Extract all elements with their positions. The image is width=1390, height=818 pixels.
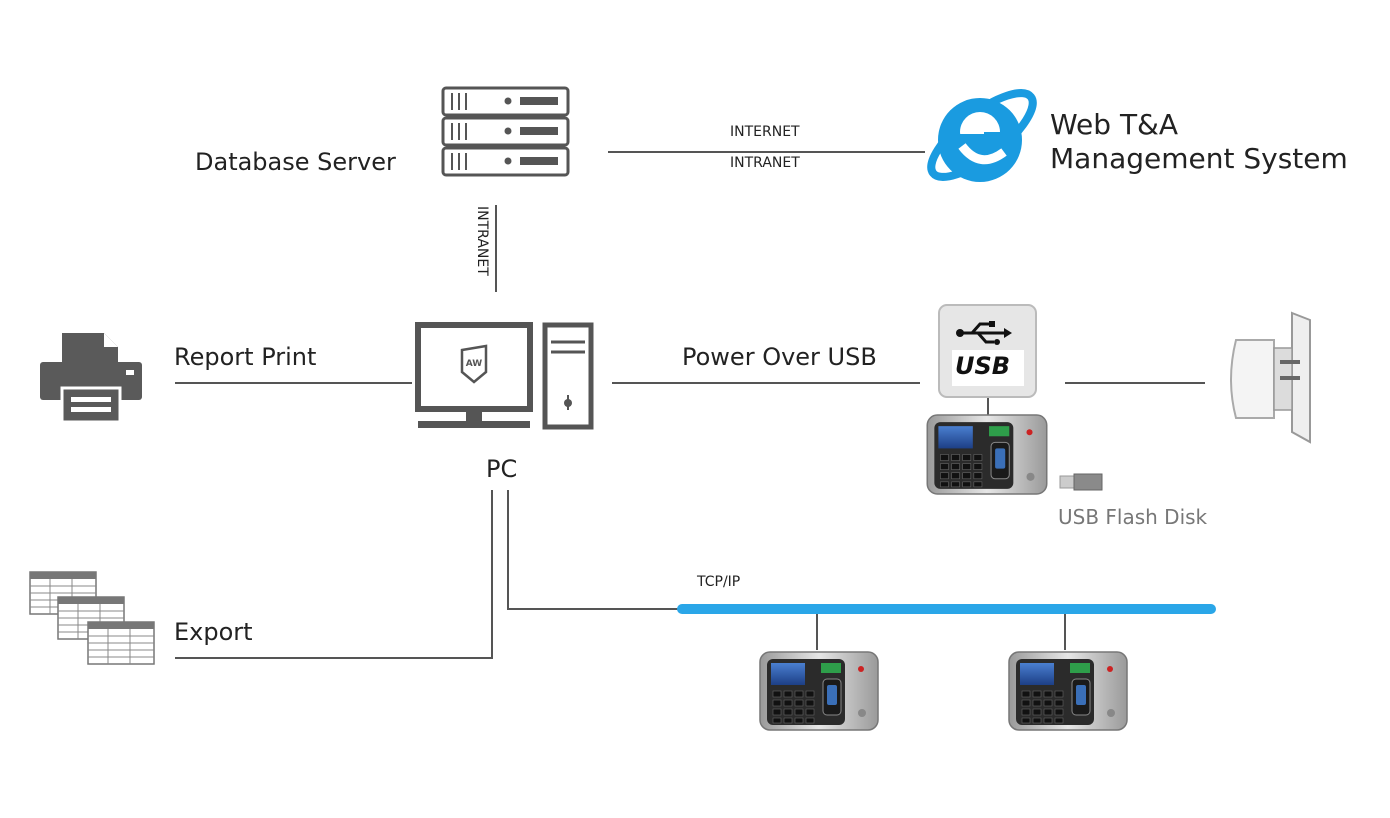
- report-print-label: Report Print: [174, 343, 317, 371]
- internet-label: INTERNET: [730, 124, 800, 140]
- export-label: Export: [174, 618, 253, 646]
- attendance-terminal-icon: [759, 651, 879, 731]
- usb-flash-disk-icon: [1059, 473, 1103, 491]
- management-system-label: Management System: [1050, 142, 1348, 175]
- spreadsheet-export-icon: [29, 571, 155, 665]
- ie-browser-icon: [927, 89, 1037, 182]
- usb-label: USB: [955, 352, 1011, 380]
- web-ta-label: Web T&A: [1050, 108, 1179, 141]
- svg-text:AW: AW: [466, 359, 483, 369]
- intranet-label: INTRANET: [730, 155, 800, 171]
- connection-lines: [175, 151, 1205, 659]
- pc-label: PC: [486, 455, 518, 483]
- tcp-ip-label: TCP/IP: [697, 574, 741, 590]
- intranet-vertical-label: INTRANET: [474, 206, 490, 276]
- usb-flash-disk-label: USB Flash Disk: [1058, 505, 1208, 529]
- printer-icon: [40, 333, 142, 424]
- desktop-pc-icon: AW: [415, 322, 594, 430]
- power-adapter-icon: [1230, 311, 1311, 444]
- usb-icon: [938, 304, 1037, 398]
- pc-bus-link: [507, 490, 680, 610]
- export-link: [175, 490, 493, 659]
- attendance-terminal-icon: [1008, 651, 1128, 731]
- database-server-label: Database Server: [195, 148, 396, 176]
- server-stack-icon: [441, 86, 570, 177]
- attendance-terminal-icon: [926, 414, 1048, 495]
- power-over-usb-label: Power Over USB: [682, 343, 877, 371]
